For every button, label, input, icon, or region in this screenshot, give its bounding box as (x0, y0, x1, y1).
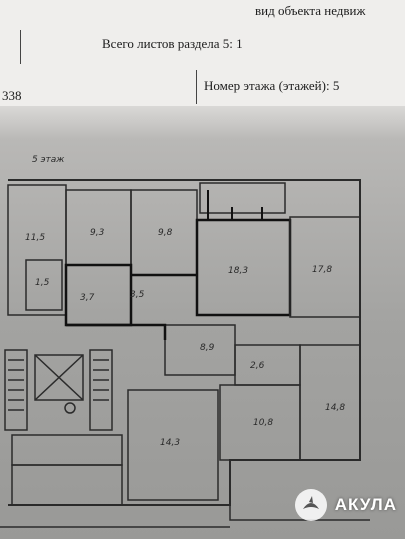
shark-logo-icon (294, 489, 327, 521)
floor-plan-drawing: 5 этаж 11,5 9,3 9,8 18,3 17,8 3,5 8,9 2,… (0, 155, 370, 528)
table-divider (20, 30, 21, 64)
svg-text:3,5: 3,5 (130, 290, 145, 300)
svg-text:9,8: 9,8 (158, 228, 173, 238)
svg-text:11,5: 11,5 (25, 233, 45, 243)
watermark-brand: АКУЛА (334, 495, 397, 514)
cadastral-number-fragment: 338 (2, 88, 22, 103)
svg-text:10,8: 10,8 (253, 418, 273, 428)
svg-text:2,6: 2,6 (250, 361, 265, 371)
svg-text:9,3: 9,3 (90, 228, 105, 238)
svg-text:14,8: 14,8 (325, 403, 345, 413)
object-type-text: вид объекта недвиж (255, 3, 366, 18)
floor-label: 5 этаж (32, 155, 65, 165)
svg-text:3,7: 3,7 (80, 293, 95, 303)
svg-text:1,5: 1,5 (35, 278, 50, 288)
svg-text:14,3: 14,3 (160, 438, 180, 448)
svg-text:17,8: 17,8 (312, 265, 332, 275)
svg-text:18,3: 18,3 (228, 266, 248, 276)
svg-text:8,9: 8,9 (200, 343, 215, 353)
table-divider (196, 70, 197, 104)
header-row-2 (0, 24, 405, 65)
total-sheets-text: Всего листов раздела 5: 1 (102, 36, 243, 51)
header-row-3 (0, 64, 405, 106)
floor-number-text: Номер этажа (этажей): 5 (204, 78, 340, 93)
watermark: АКУЛА (294, 489, 397, 521)
